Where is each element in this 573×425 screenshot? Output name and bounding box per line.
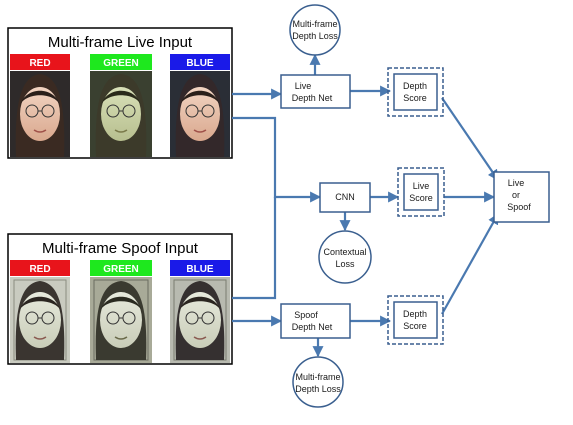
live-channel-blue-label: BLUE [186,58,214,69]
spoof-face-red [10,277,70,363]
node-depth-score-top-line2: Score [403,93,427,103]
node-contextual-loss-line2: Loss [335,259,355,269]
live-face-blue [170,71,230,157]
node-depth-score-top-line1: Depth [403,81,427,91]
live-channel-green-bar [90,54,152,70]
node-cnn-label: CNN [335,192,355,202]
spoof-channel-blue-label: BLUE [186,264,214,275]
live-channel-red: RED [10,54,70,157]
live-channel-red-bar [10,54,70,70]
node-live-score-line2: Score [409,193,433,203]
node-loss-bottom-line2: Depth Loss [295,384,341,394]
node-loss-top: Multi-frame Depth Loss [289,4,341,56]
node-cnn: CNN [319,182,371,213]
node-live-depth-net-line1: Live [295,81,312,91]
live-channel-red-label: RED [29,58,50,69]
node-output-line1: Live [508,178,525,188]
node-live-score-line1: Live [413,181,430,191]
spoof-channel-green-label: GREEN [103,264,139,275]
spoof-input-panel: Multi-frame Spoof Input RED GREEN [7,233,233,365]
node-live-score: Live Score [397,167,445,217]
spoof-channel-red-bar [10,260,70,276]
node-contextual-loss-line1: Contextual [323,247,366,257]
spoof-channel-green-bar [90,260,152,276]
edge-score-top-to-output [441,97,499,181]
edge-score-bottom-to-output [441,213,499,315]
node-spoof-depth-net-line2: Depth Net [292,322,333,332]
node-spoof-depth-net-line1: Spoof [294,310,318,320]
live-channel-green-label: GREEN [103,58,139,69]
spoof-channel-blue: BLUE [170,260,230,363]
node-spoof-depth-net: Spoof Depth Net [280,303,351,339]
live-channel-green: GREEN [90,54,152,157]
node-loss-bottom: Multi-frame Depth Loss [292,356,344,408]
edge-live-to-cnn [232,116,322,203]
live-face-green [90,71,152,157]
node-output: Live or Spoof [493,171,550,223]
node-contextual-loss: Contextual Loss [318,230,372,284]
node-loss-top-line1: Multi-frame [292,19,337,29]
live-channel-blue: BLUE [170,54,230,157]
edges [232,53,499,358]
spoof-face-green [90,277,152,363]
live-panel-title: Multi-frame Live Input [48,34,193,51]
spoof-channel-green: GREEN [90,260,152,363]
spoof-channel-red-label: RED [29,264,50,275]
spoof-channel-red: RED [10,260,70,363]
node-loss-bottom-line1: Multi-frame [295,372,340,382]
spoof-panel-title: Multi-frame Spoof Input [42,240,199,257]
node-depth-score-top: Depth Score [387,67,444,117]
live-face-red [10,71,70,157]
node-depth-score-bottom-line1: Depth [403,309,427,319]
node-output-line3: Spoof [507,202,531,212]
node-depth-score-bottom-line2: Score [403,321,427,331]
node-depth-score-bottom: Depth Score [387,295,444,345]
live-input-panel: Multi-frame Live Input RED GREEN [7,27,233,159]
node-loss-top-line2: Depth Loss [292,31,338,41]
node-live-depth-net-line2: Depth Net [292,93,333,103]
node-output-line2: or [512,190,520,200]
node-live-depth-net: Live Depth Net [280,74,351,109]
spoof-channel-blue-bar [170,260,230,276]
edge-spoof-to-cnn [232,197,277,300]
spoof-face-blue [170,277,230,363]
live-channel-blue-bar [170,54,230,70]
